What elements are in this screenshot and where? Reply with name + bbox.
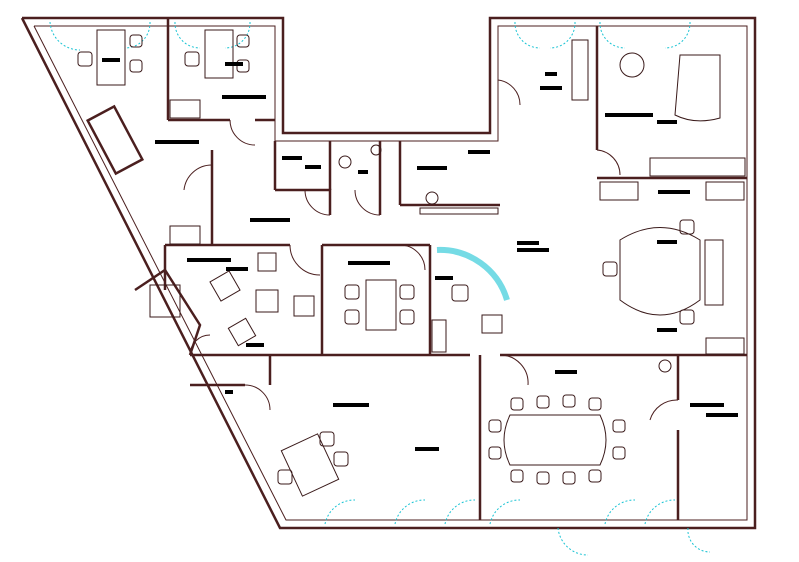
doors (183, 79, 679, 421)
windows (49, 21, 711, 556)
exterior-walls (20, 16, 757, 530)
furniture (77, 29, 746, 497)
conference-chairs (488, 394, 626, 485)
interior-walls (85, 18, 747, 520)
room-labels (102, 58, 738, 451)
